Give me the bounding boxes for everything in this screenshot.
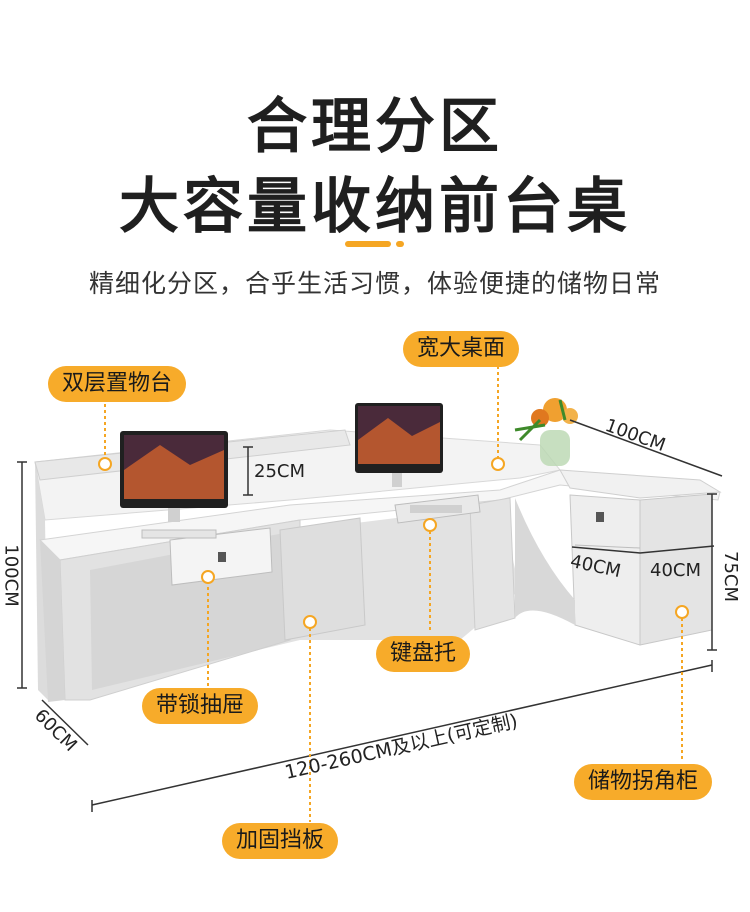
dimension-lines [17,419,723,812]
accent-dot [396,241,404,247]
callout-wide-desktop: 宽大桌面 [403,331,520,367]
left-keyboard [141,529,217,539]
subtitle: 精细化分区，合乎生活习惯，体验便捷的储物日常 [88,269,661,298]
reinforced-panel-shape [279,517,366,641]
accent-bar [345,241,391,247]
dim-cabinet-width: 40CM [650,560,702,581]
dim-desk-height: 100CM [0,544,22,607]
corner-cabinet-top [559,469,722,499]
callout-storage-corner-cabinet: 储物拐角柜 [574,764,713,800]
callout-lock-drawer: 带锁抽屉 [142,688,259,724]
dim-shelf-height: 25CM [254,461,306,482]
right-monitor-stand [392,473,402,487]
callout-leaders [104,366,683,822]
headline-line1: 合理分区 [247,92,503,162]
cabinet-drawer-line [574,544,641,549]
left-screen-landscape [124,445,224,499]
dim-cabinet-height: 75CM [720,550,742,603]
cabinet-lock [596,512,604,522]
keyboard-on-tray [410,505,462,513]
drawer-lock [218,552,226,562]
callout-dots [98,457,689,629]
upper-counter-front [35,462,48,700]
middle-support [469,497,516,631]
callout-keyboard-tray: 键盘托 [376,636,471,672]
plant-vase [540,430,570,466]
headline-line2: 大容量收纳前台桌 [119,172,631,242]
callout-reinforced-panel: 加固挡板 [222,823,339,859]
side-panel-left [40,540,65,702]
left-monitor-stand [168,508,180,522]
curved-panel [515,498,575,625]
right-screen-landscape [358,418,440,464]
callout-double-shelf: 双层置物台 [48,366,187,402]
